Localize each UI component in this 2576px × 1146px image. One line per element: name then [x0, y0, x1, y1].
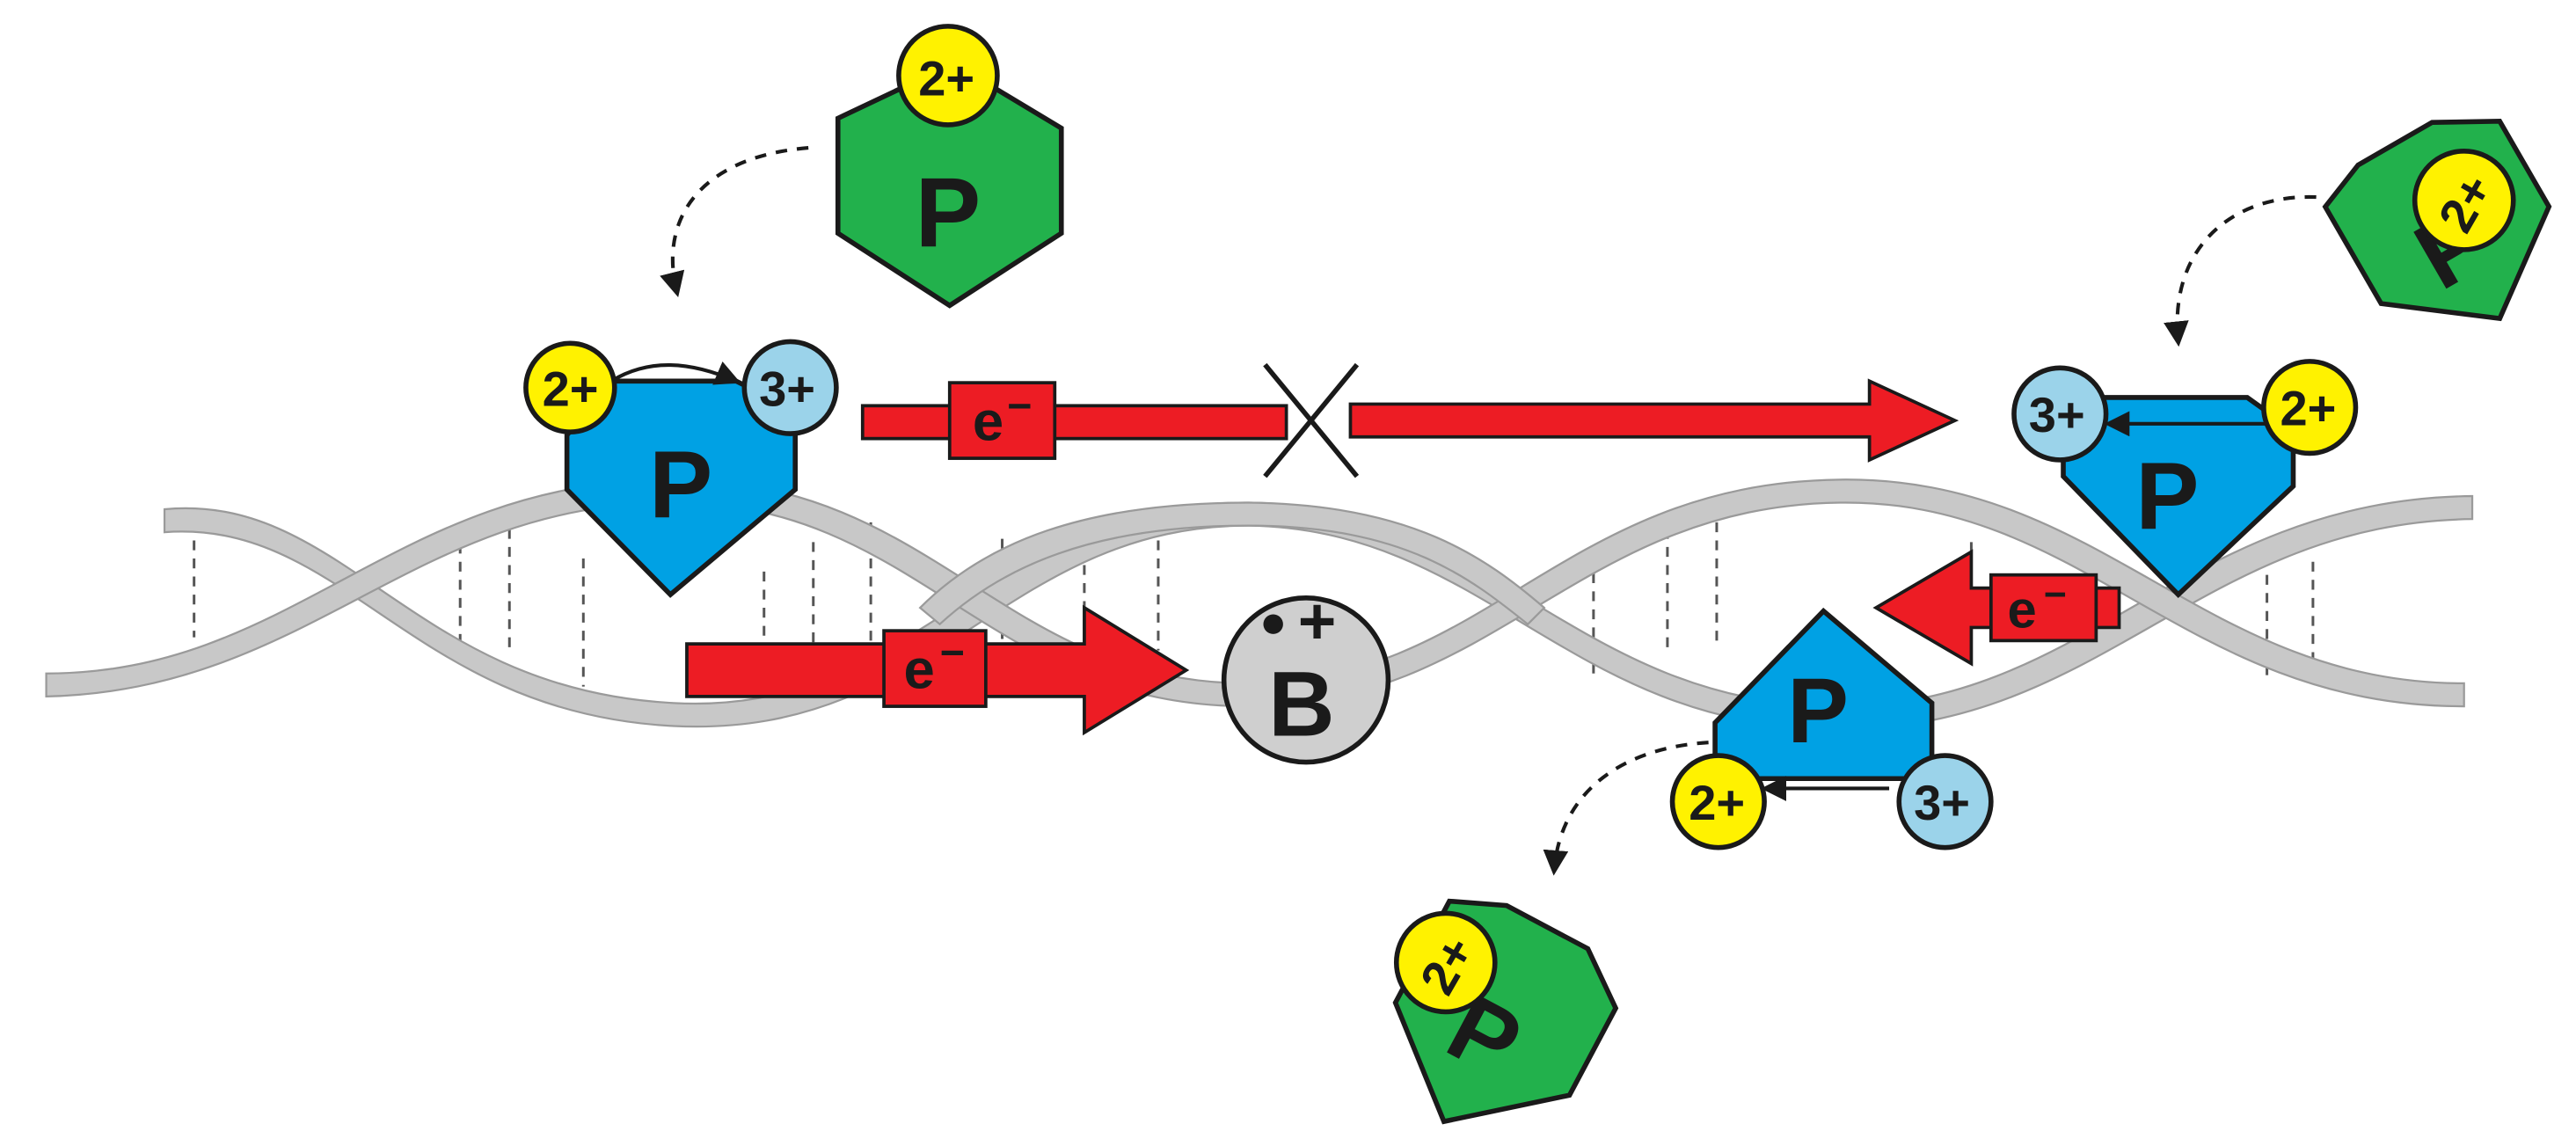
charge-2-badge	[896, 24, 1000, 128]
electron-sup: −	[2044, 573, 2067, 617]
charge-2-label: 2+	[918, 50, 974, 106]
electron-arrow-icon	[1348, 378, 1959, 463]
charge-3-label: 3+	[759, 361, 815, 416]
charge-2-label: 2+	[1689, 775, 1745, 830]
electron-label: e	[973, 391, 1003, 453]
protein-label: P	[1787, 660, 1849, 763]
electron-arrow-icon: e −	[1872, 549, 2121, 667]
charge-2-badge: 2+	[1393, 910, 1498, 1015]
charge-3-badge	[1896, 753, 1994, 850]
charge-3-label: 3+	[1914, 775, 1970, 830]
base-plus: +	[1298, 584, 1337, 658]
protein-icon: P 2+ 3+	[523, 339, 839, 598]
charge-3-badge	[741, 339, 839, 436]
protein-icon: P 2+ 3+	[1669, 607, 1994, 850]
charge-2-label: 2+	[2280, 381, 2337, 436]
protein-icon: P	[1392, 898, 1619, 1125]
charge-2-badge	[1669, 753, 1767, 850]
protein-icon: P 3+ 2+	[2011, 359, 2359, 599]
electron-sup: −	[1007, 383, 1032, 430]
dna-strand-overlap	[918, 501, 1546, 626]
radical-dot	[1263, 614, 1283, 634]
base-label: B	[1268, 653, 1335, 756]
electron-arrow-icon: e −	[685, 604, 1190, 736]
protein-icon: P 2+	[835, 24, 1064, 309]
dashed-arrow-top-right	[2164, 195, 2317, 347]
charge-3-badge	[2011, 365, 2109, 463]
electron-sup: −	[940, 629, 965, 676]
dashed-arrow-top-left	[660, 146, 809, 298]
charge-2-label: 2+	[543, 361, 599, 416]
dna-strand-front	[45, 478, 2465, 708]
charge-3-label: 3+	[2029, 387, 2085, 442]
electron-arrow-icon: e −	[860, 381, 1288, 460]
electron-label: e	[2008, 580, 2037, 639]
blocked-transfer-cross-icon	[1263, 362, 1360, 478]
oxidation-arrow	[609, 361, 741, 385]
protein-label: P	[649, 431, 712, 537]
charge-2-badge	[2261, 359, 2359, 456]
protein-label: P	[916, 157, 982, 267]
dashed-arrow-bottom	[1543, 741, 1709, 876]
base-radical-cation-icon: B +	[1221, 584, 1391, 765]
protein-label: P	[2135, 442, 2199, 549]
charge-2-badge	[523, 340, 617, 434]
charge-2-badge: 2+	[2412, 149, 2516, 252]
dashed-arrows	[660, 146, 2317, 876]
electron-label: e	[903, 639, 934, 701]
